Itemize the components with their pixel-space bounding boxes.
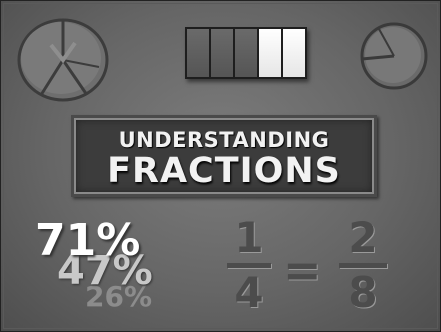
fraction-bar-segment-shaded [259,29,283,77]
frame-edge [3,3,438,329]
pie-chart-icon [360,22,428,90]
fraction-bar-segment [235,29,259,77]
fraction-line [339,263,387,268]
percentage-label: 47% [57,248,153,294]
title-line-understanding: UNDERSTANDING [118,128,330,152]
fraction-one-quarter: 1 4 [227,217,271,314]
percentage-label: 71% [35,215,141,266]
fraction-numerator: 1 [234,213,264,262]
fraction-bar-segment [211,29,235,77]
equals-sign: = [283,243,322,297]
fraction-bar-segment [187,29,211,77]
fraction-two-eighths: 2 8 [339,217,387,314]
fraction-bar [185,27,307,79]
percentage-label: 26% [85,280,153,313]
fraction-bar-segment-shaded [283,29,305,77]
fraction-denominator: 4 [234,268,264,317]
title-panel: UNDERSTANDING FRACTIONS [71,115,377,197]
fraction-denominator: 8 [348,268,378,317]
title-line-fractions: FRACTIONS [107,151,341,191]
fraction-line [227,263,271,268]
fraction-numerator: 2 [348,213,378,262]
pie-chart-icon [17,18,109,102]
